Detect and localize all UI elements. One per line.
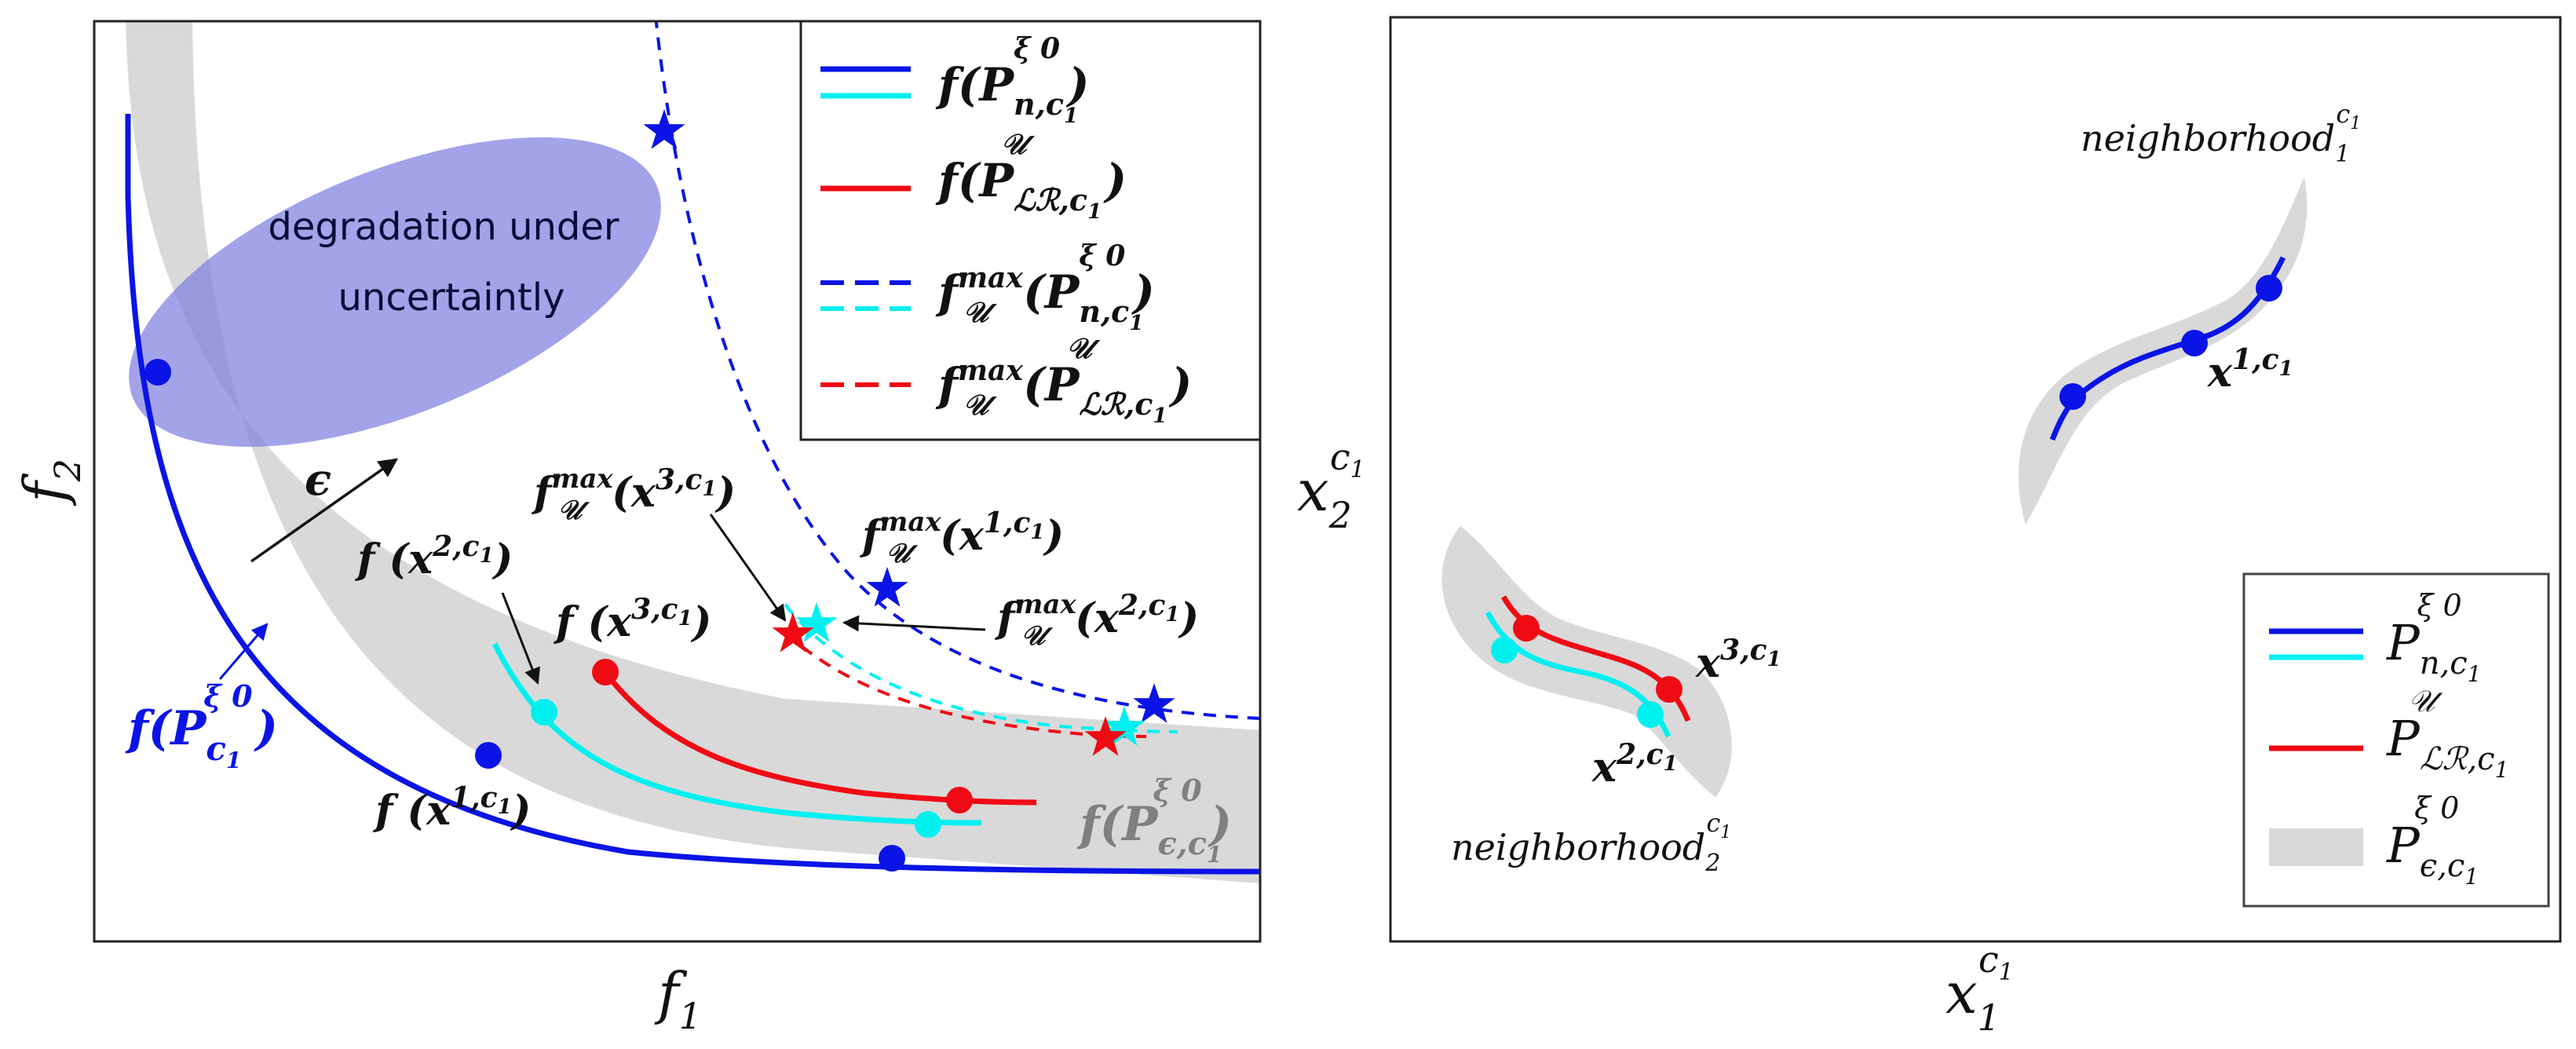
label-x2: x2,c1 — [1591, 738, 1678, 791]
star-marker — [1084, 716, 1127, 756]
star-marker — [643, 109, 685, 149]
epsilon-band — [126, 21, 1260, 883]
star-marker — [795, 602, 838, 642]
right-axes-frame — [1389, 16, 2562, 943]
star-marker — [1103, 706, 1145, 746]
cyan-dot — [915, 811, 941, 838]
legend-right-item-3: Pϵ,c1ξ 0 — [2386, 791, 2479, 890]
x2-dot — [1637, 701, 1664, 728]
star-marker — [772, 612, 814, 652]
red-dot — [946, 787, 973, 813]
pareto-front-blue — [125, 114, 1260, 875]
star-marker — [866, 567, 908, 607]
blue-dot-x1 — [475, 742, 502, 769]
label-fx1: f (x1,c1) — [372, 781, 531, 835]
neighborhood-1-label: neighborhood1c1 — [2081, 99, 2361, 168]
label-x1: x1,c1 — [2207, 343, 2293, 397]
red-dot-x3 — [592, 659, 619, 685]
cyan-dot-x2 — [531, 699, 557, 726]
right-xlabel: x1c1 — [1946, 938, 2014, 1039]
front-red — [602, 669, 1037, 806]
x1-dot — [2059, 383, 2086, 410]
ellipse-label-line1: degradation under — [268, 205, 619, 249]
x1-dot — [2256, 275, 2282, 302]
left-axes-frame — [93, 20, 1262, 943]
label-x3: x3,c1 — [1695, 634, 1781, 687]
max-front-cyan-dashed — [784, 603, 1178, 733]
label-fx2: f (x2,c1) — [354, 530, 513, 583]
epsilon-arrow — [250, 458, 399, 563]
left-ylabel: f2 — [12, 459, 89, 506]
left-panel: degradation under uncertaintly ϵ f(Pc1ξ … — [12, 20, 1262, 1037]
x3-dot — [1513, 615, 1540, 641]
arrow-fPc — [218, 623, 269, 680]
x2-dot — [1491, 637, 1518, 663]
label-fPc: f(Pc1ξ 0) — [125, 678, 278, 773]
degradation-ellipse — [129, 137, 661, 448]
max-front-blue-dashed — [654, 21, 1260, 720]
arrow-fmax-x2 — [842, 615, 986, 632]
label-fPeps: f(Pϵ,c1ξ 0) — [1076, 773, 1232, 868]
legend-left-item-1: f(Pn,c1ξ 0) — [935, 32, 1089, 128]
neighborhood-2-label: neighborhood2c1 — [1451, 808, 1731, 877]
right-ylabel: x2c1 — [1297, 436, 1365, 536]
x3-dot — [1656, 676, 1683, 703]
right-panel: neighborhood1c1 neighborhood2c1 x1,c1 x3… — [1297, 16, 2562, 1039]
star-marker — [1133, 683, 1175, 723]
blue-dot — [144, 359, 171, 386]
left-xlabel: f1 — [654, 960, 702, 1037]
ellipse-label-line2: uncertaintly — [338, 276, 565, 320]
legend-right-item-2: Pℒℛ,c1𝒰 — [2386, 684, 2508, 783]
epsilon-label: ϵ — [305, 454, 331, 506]
blue-dot — [879, 845, 905, 872]
right-legend: Pn,c1ξ 0 Pℒℛ,c1𝒰 Pϵ,c1ξ 0 — [2242, 572, 2550, 908]
label-fx3: f (x3,c1) — [553, 593, 711, 646]
arrow-fmax-x3 — [709, 514, 787, 622]
neighborhood-2-band — [1441, 526, 1732, 797]
legend-right-item-1: Pn,c1ξ 0 — [2386, 588, 2481, 687]
x1-dot — [2181, 330, 2208, 356]
legend-left-item-2: f(Pℒℛ,c1𝒰) — [935, 128, 1127, 224]
arrow-fx2 — [501, 592, 540, 685]
